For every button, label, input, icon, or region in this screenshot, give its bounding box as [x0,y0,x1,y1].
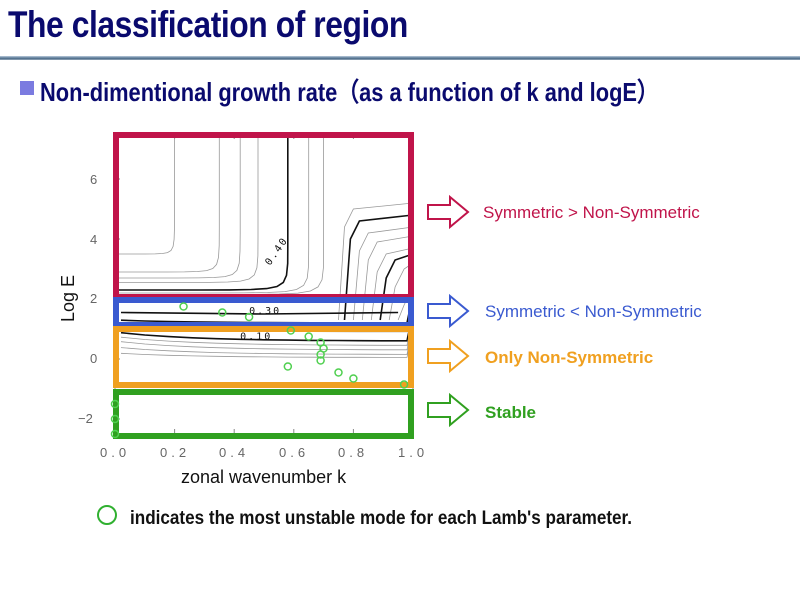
contour-line-0.30 [120,311,399,315]
contour-line [118,134,310,294]
region-label-only-nonsymmetric: Only Non-Symmetric [485,348,654,367]
contour-line [118,134,324,295]
region-label-nonsymmetric-dominant: Symmetric < Non-Symmetric [485,302,702,321]
unstable-mode-point [286,326,296,335]
contour-line [370,247,414,321]
contour-line [120,342,411,358]
contour-line [118,134,241,279]
unstable-mode-point [316,356,325,365]
x-tick: 0.8 [338,445,369,460]
contour-line [118,134,175,255]
unstable-mode-point [218,308,227,317]
unstable-mode-point [304,332,313,341]
arrow-right-icon [427,338,470,374]
contour-line [118,134,220,273]
slide-subtitle: Non-dimentional growth rate（as a functio… [40,77,659,107]
region-label-symmetric-dominant: Symmetric > Non-Symmetric [483,203,700,222]
unstable-mode-point [283,362,293,371]
y-tick: 0 [90,351,98,366]
unstable-mode-point [110,414,120,424]
x-tick: 0.6 [279,445,310,460]
unstable-mode-point [399,380,409,389]
x-tick: 0.4 [219,445,250,460]
region-label-stable: Stable [485,403,537,422]
bullet-square-icon [20,81,34,95]
contour-line [361,235,414,321]
unstable-mode-point [316,350,325,359]
y-tick: 4 [90,232,98,247]
region-box-1 [113,297,414,328]
x-axis-label: zonal wavenumber k [181,467,347,487]
slide-title: The classification of region [8,4,408,45]
x-tick: 0.0 [100,445,131,460]
unstable-mode-point [334,368,343,377]
legend-note: indicates the most unstable mode for eac… [130,508,633,529]
contour-line-0.40 [118,134,289,291]
title-divider [0,56,800,60]
unstable-mode-point [244,312,254,322]
y-tick: −2 [78,411,93,426]
region-box-2 [113,326,414,388]
contour-line [343,214,414,321]
x-tick: 1.0 [398,445,429,460]
contour-label: 0.10 [240,332,272,343]
y-tick: 6 [90,172,98,187]
x-tick: 0.2 [160,445,191,460]
contour-label: 0.40 [263,235,290,268]
contour-line [338,202,414,321]
contour-line [120,330,411,346]
unstable-mode-legend-icon [97,505,117,525]
contour-label: 0.30 [249,306,281,317]
unstable-mode-point [179,302,188,311]
unstable-mode-point [110,429,120,439]
unstable-mode-point [349,374,358,383]
unstable-mode-point [110,399,120,409]
contour-line-bold [120,325,411,342]
arrow-right-icon [427,293,470,329]
y-axis-label: Log E [58,274,78,322]
contour-line [120,334,411,351]
contour-line [118,134,259,283]
contour-line [353,226,414,321]
contour-line [120,339,411,355]
y-tick: 2 [90,291,98,306]
arrow-right-icon [427,194,470,230]
region-box-3 [113,389,414,439]
arrow-right-icon [427,392,470,428]
